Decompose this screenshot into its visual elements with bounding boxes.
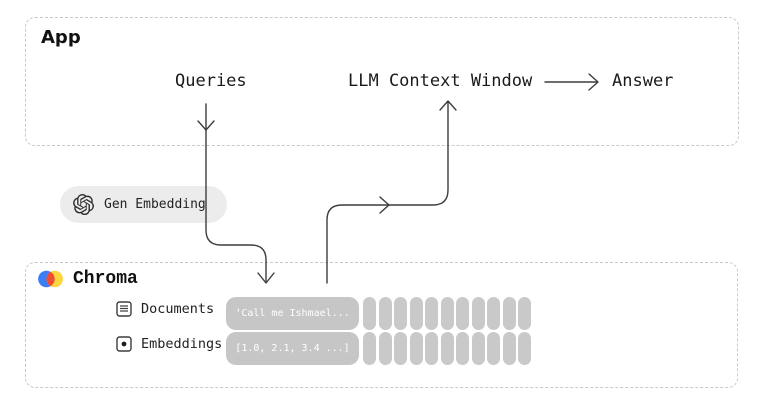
gen-embedding-label: Gen Embedding — [104, 197, 206, 212]
mini-pill — [378, 332, 392, 365]
mini-pill — [456, 332, 469, 365]
mini-pill — [363, 332, 376, 365]
mini-pill — [471, 332, 485, 365]
answer-label: Answer — [612, 71, 674, 91]
gen-embedding-pill: Gen Embedding — [60, 186, 227, 223]
embedding-sample-pill: [1.0, 2.1, 3.4 ...] — [226, 332, 359, 365]
queries-label: Queries — [175, 71, 247, 91]
mini-pill — [502, 297, 516, 330]
embedding-mini-pills — [363, 332, 531, 365]
mini-pill — [378, 297, 392, 330]
mini-pill — [409, 297, 423, 330]
embedding-icon — [116, 336, 132, 352]
mini-pill — [394, 297, 407, 330]
mini-pill — [518, 332, 531, 365]
app-box-title: App — [41, 27, 81, 48]
mini-pill — [518, 297, 531, 330]
mini-pill — [425, 297, 438, 330]
chroma-box: Chroma Documents ‘Call me Ishmael... Emb… — [25, 262, 738, 388]
mini-pill — [363, 297, 376, 330]
documents-label: Documents — [141, 301, 215, 317]
mini-pill — [394, 332, 407, 365]
mini-pill — [456, 297, 469, 330]
mini-pill — [487, 297, 500, 330]
document-icon — [116, 301, 132, 317]
mini-pill — [487, 332, 500, 365]
llm-context-window-label: LLM Context Window — [348, 71, 533, 91]
mini-pill — [502, 332, 516, 365]
mini-pill — [440, 332, 454, 365]
chroma-header: Chroma — [37, 268, 138, 290]
embedding-sample-text: [1.0, 2.1, 3.4 ...] — [235, 343, 350, 354]
document-sample-pill: ‘Call me Ishmael... — [226, 297, 359, 330]
document-mini-pills — [363, 297, 531, 330]
openai-logo-icon — [73, 194, 94, 215]
mini-pill — [425, 332, 438, 365]
document-sample-text: ‘Call me Ishmael... — [235, 308, 350, 319]
chroma-logo-icon — [38, 270, 63, 288]
embeddings-label: Embeddings — [141, 336, 223, 352]
mini-pill — [471, 297, 485, 330]
mini-pill — [440, 297, 454, 330]
chroma-box-title: Chroma — [73, 269, 138, 289]
mini-pill — [409, 332, 423, 365]
